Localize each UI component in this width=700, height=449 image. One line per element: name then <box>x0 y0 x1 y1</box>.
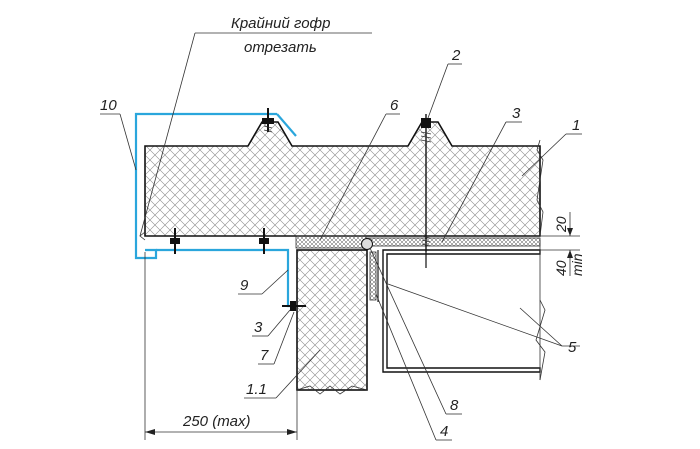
label-7: 7 <box>260 347 269 364</box>
dimension-250-label: 250 (max) <box>182 413 251 430</box>
callouts: 10 2 6 3 1 9 3 7 1.1 <box>100 47 582 441</box>
label-3-left: 3 <box>254 319 263 336</box>
label-8: 8 <box>450 397 459 414</box>
label-1: 1 <box>572 117 580 134</box>
label-4: 4 <box>440 423 448 440</box>
label-6: 6 <box>390 97 399 114</box>
label-3-top: 3 <box>512 105 521 122</box>
wall-panel <box>296 249 368 395</box>
roof-panel <box>144 121 544 237</box>
screws <box>170 108 432 311</box>
screw-left-1 <box>170 228 180 254</box>
label-5: 5 <box>568 339 577 356</box>
cut-note-line1: Крайний гофр <box>231 15 330 32</box>
screw-wall <box>282 301 306 311</box>
seal-strip <box>295 235 541 249</box>
dimension-40-label: 40 <box>553 260 569 276</box>
screw-2 <box>420 114 432 268</box>
dimension-min-label: min <box>569 253 585 276</box>
dimension-250: 250 (max) <box>144 252 298 440</box>
screw-left-2 <box>259 228 269 254</box>
steel-beam <box>382 240 546 381</box>
dimension-20-label: 20 <box>553 216 569 233</box>
sealant <box>361 238 379 302</box>
cut-note: Крайний гофр отрезать <box>139 15 372 237</box>
dimension-20-40: 20 40 min <box>540 212 585 276</box>
label-1-1: 1.1 <box>246 381 267 398</box>
screw-top-left <box>262 108 274 133</box>
label-2: 2 <box>451 47 461 64</box>
cut-note-line2: отрезать <box>244 39 317 56</box>
label-10: 10 <box>100 97 117 114</box>
label-9: 9 <box>240 277 249 294</box>
